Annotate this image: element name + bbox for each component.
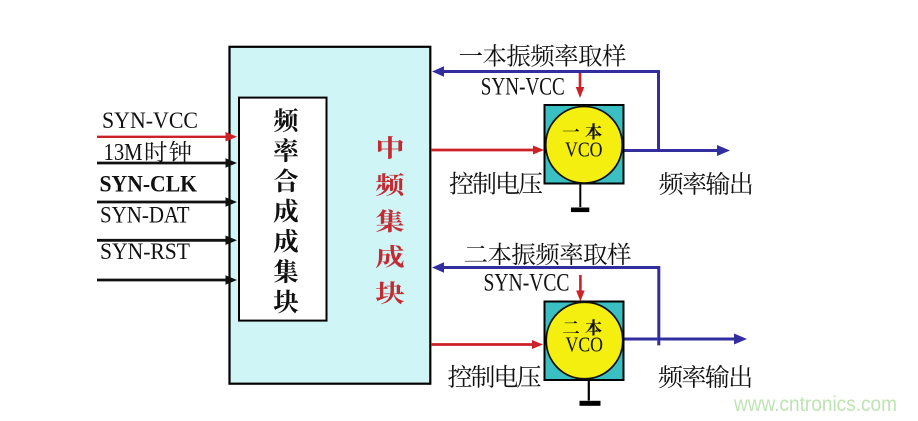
svg-text:13M: 13M [104, 140, 143, 166]
svg-text:SYN-CLK: SYN-CLK [100, 171, 198, 196]
svg-text:SYN-RST: SYN-RST [100, 239, 190, 264]
svg-text:www.cntronics.com: www.cntronics.com [733, 392, 897, 416]
svg-text:SYN-VCC: SYN-VCC [481, 74, 565, 101]
svg-text:SYN-DAT: SYN-DAT [100, 203, 190, 228]
svg-text:VCO: VCO [566, 333, 604, 357]
svg-text:VCO: VCO [565, 138, 603, 162]
svg-text:SYN-VCC: SYN-VCC [102, 108, 198, 133]
svg-text:SYN-VCC: SYN-VCC [484, 270, 570, 297]
